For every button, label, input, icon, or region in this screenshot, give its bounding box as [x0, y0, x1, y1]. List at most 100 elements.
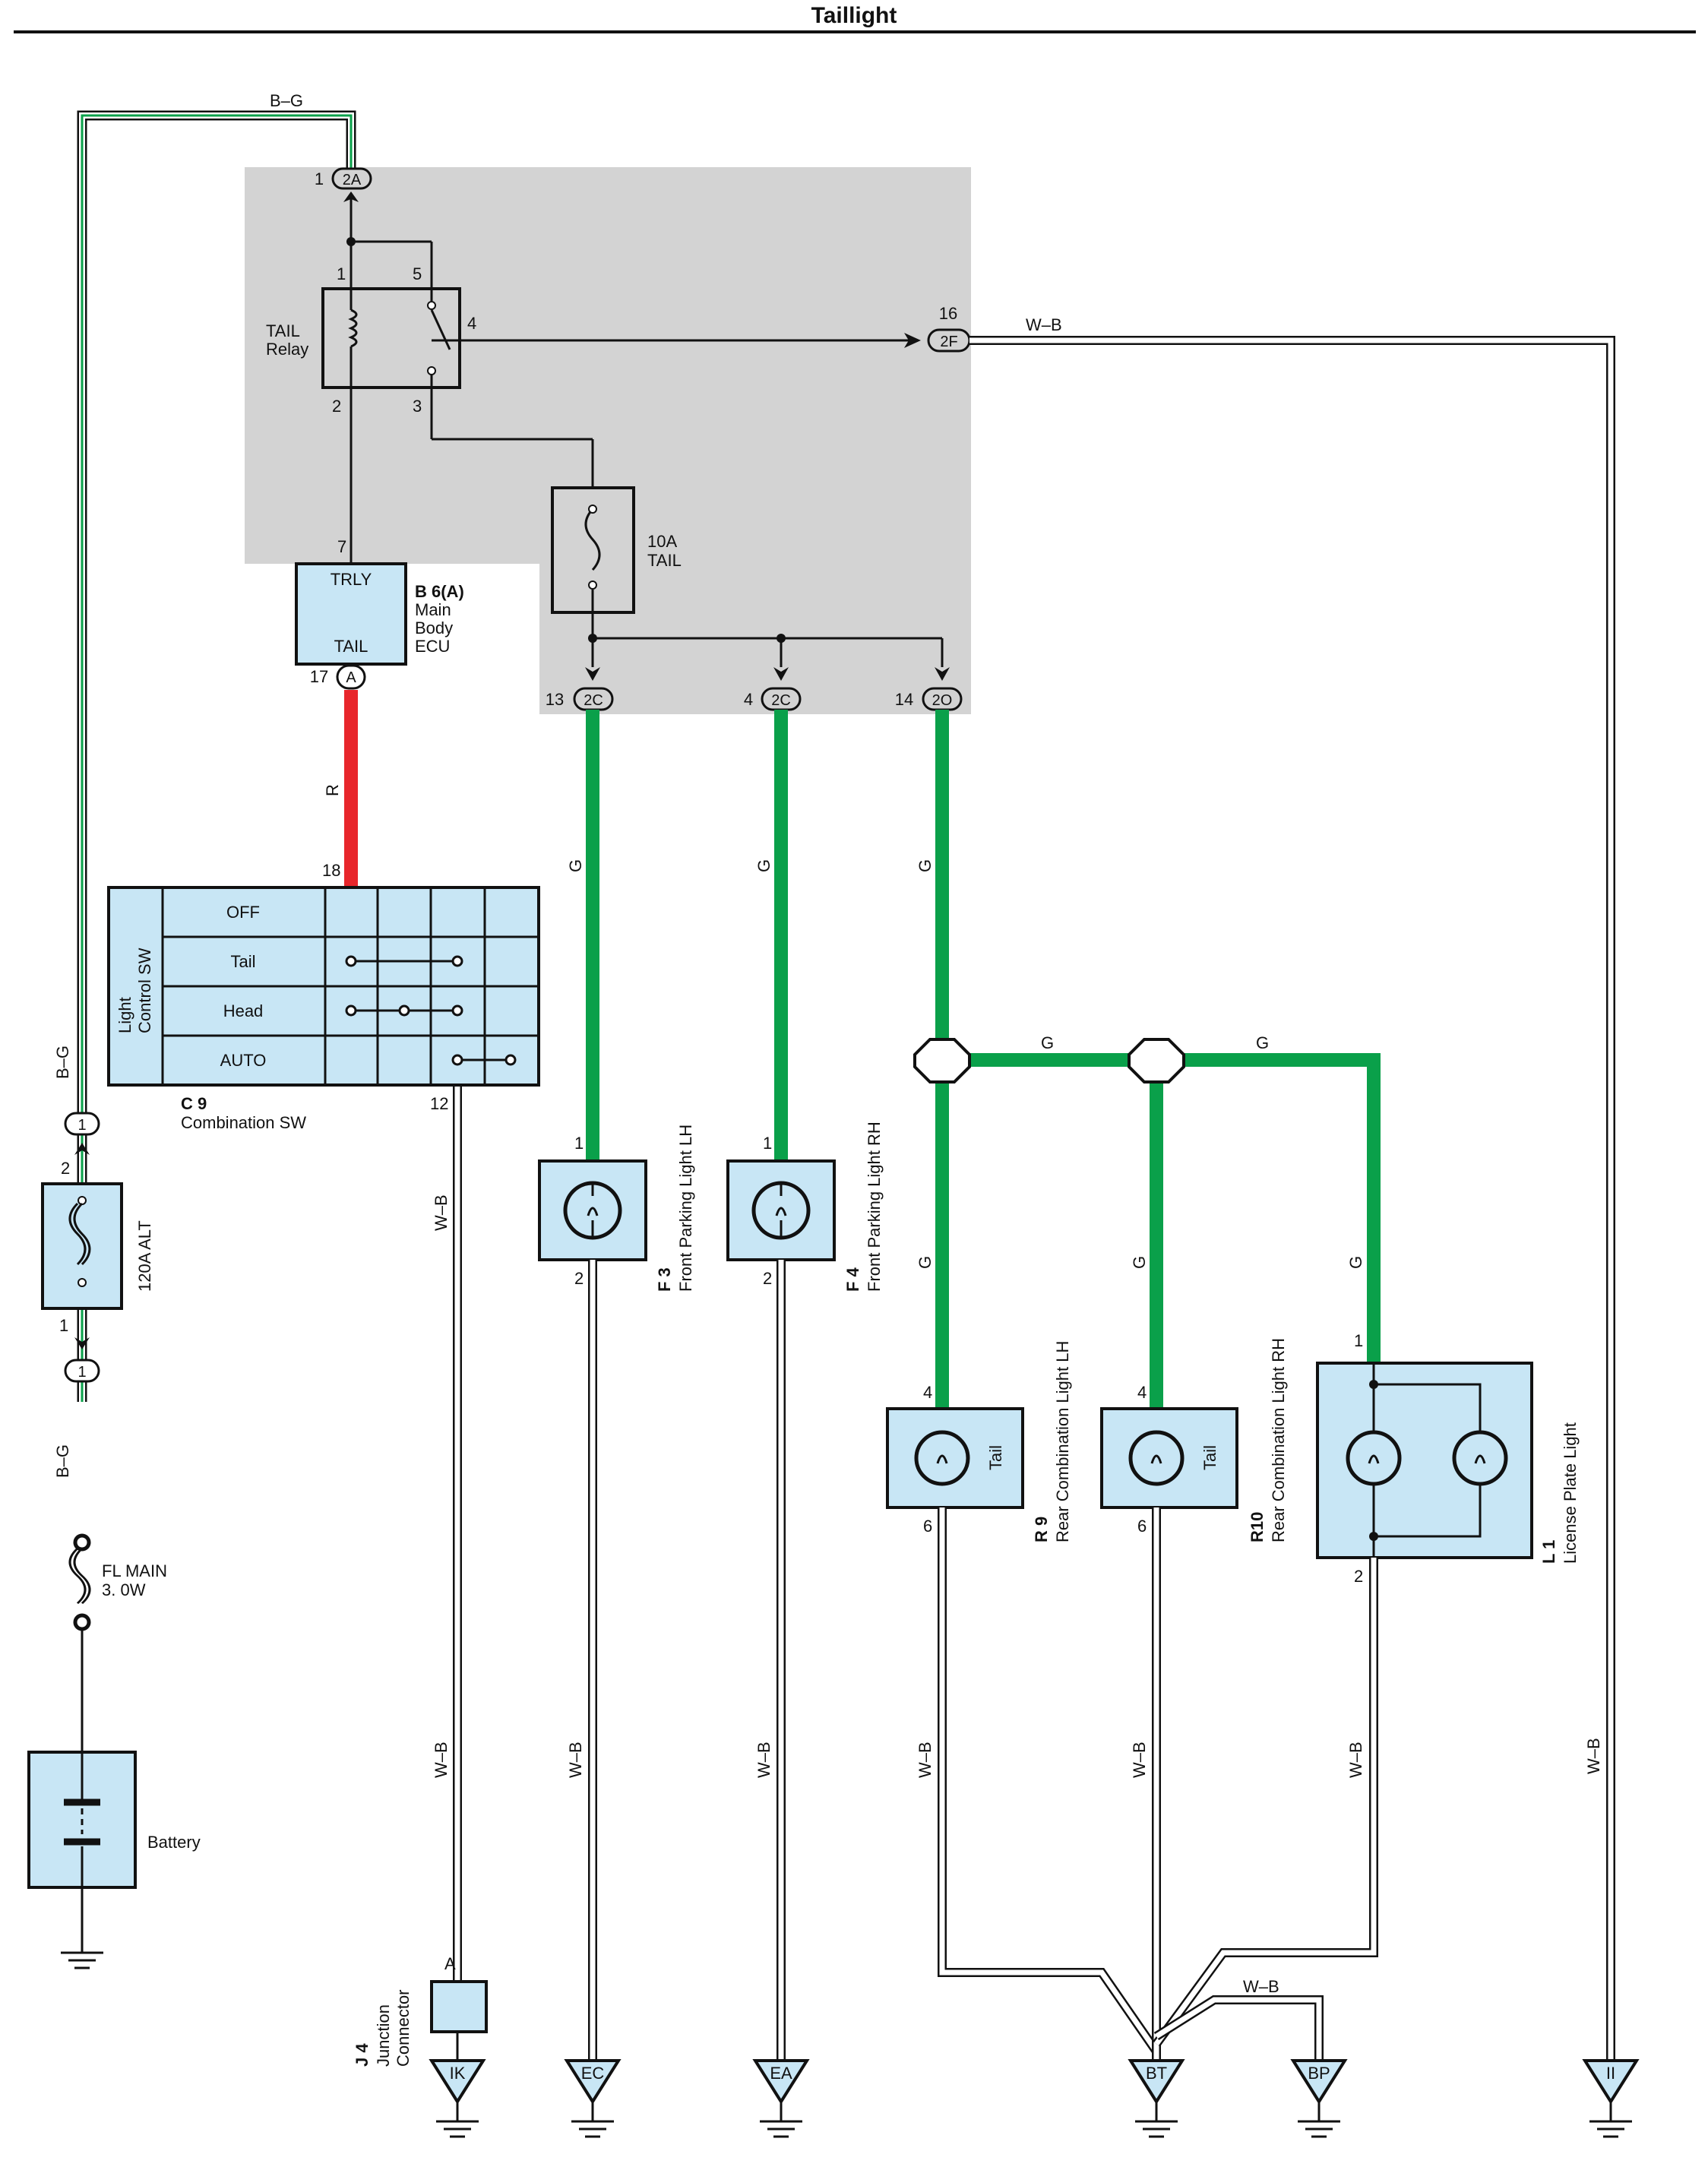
svg-text:7: 7: [337, 537, 346, 556]
svg-text:2: 2: [574, 1269, 584, 1288]
svg-text:B 6(A): B 6(A): [415, 582, 464, 601]
svg-text:A: A: [346, 669, 356, 686]
svg-text:G: G: [566, 859, 585, 872]
svg-text:ECU: ECU: [415, 637, 450, 656]
main-body-ecu: 7 TRLY TAIL B 6(A) Main Body ECU A 17: [295, 537, 464, 690]
svg-text:Main: Main: [415, 600, 451, 619]
wire-w-b-rear: [938, 1507, 1378, 2061]
splice-2: [1128, 1038, 1185, 1084]
svg-text:Front Parking Light LH: Front Parking Light LH: [676, 1125, 695, 1292]
svg-text:1: 1: [574, 1134, 584, 1153]
wire-green-rear: [913, 710, 1381, 1409]
svg-text:2C: 2C: [584, 692, 603, 709]
combination-switch: 18 OFF Tail Head AUTO Light Control SW C…: [107, 861, 540, 1132]
connector-1-upper: 1 2: [61, 1112, 100, 1178]
svg-text:120A ALT: 120A ALT: [135, 1220, 154, 1292]
svg-text:Front Parking Light RH: Front Parking Light RH: [865, 1121, 884, 1292]
svg-text:Body: Body: [415, 618, 453, 637]
svg-text:J 4: J 4: [353, 2043, 372, 2067]
wire-b-g-main: [77, 110, 356, 1402]
battery: Battery: [27, 1751, 201, 1969]
svg-text:G: G: [1346, 1256, 1365, 1269]
svg-text:2: 2: [61, 1159, 70, 1178]
svg-text:4: 4: [467, 314, 476, 333]
svg-text:A: A: [444, 1954, 456, 1973]
svg-text:R 9: R 9: [1032, 1517, 1051, 1542]
svg-text:5: 5: [413, 264, 422, 283]
svg-text:W–B: W–B: [1346, 1742, 1365, 1778]
svg-text:W–B: W–B: [1584, 1738, 1603, 1774]
svg-text:BP: BP: [1308, 2064, 1330, 2083]
combo-row-tail: Tail: [230, 952, 255, 971]
ground-ec: EC: [564, 2059, 622, 2138]
splice-1: [913, 1038, 971, 1084]
svg-text:Rear Combination Light RH: Rear Combination Light RH: [1269, 1338, 1288, 1542]
svg-text:W–B: W–B: [916, 1742, 935, 1778]
svg-text:2: 2: [1354, 1567, 1363, 1586]
svg-text:Tail: Tail: [1200, 1445, 1219, 1470]
svg-text:1: 1: [337, 264, 346, 283]
svg-text:2: 2: [763, 1269, 772, 1288]
svg-text:1: 1: [1354, 1331, 1363, 1350]
front-parking-light-lh: 1 2 F 3 Front Parking Light LH: [538, 1125, 695, 1292]
ground-ik: IK: [429, 2059, 486, 2138]
svg-text:13: 13: [546, 690, 564, 709]
combo-row-auto: AUTO: [220, 1051, 267, 1070]
svg-text:6: 6: [1137, 1517, 1147, 1536]
svg-text:Battery: Battery: [147, 1833, 201, 1852]
svg-text:1: 1: [315, 169, 324, 188]
ground-ea: EA: [752, 2059, 810, 2138]
svg-text:1: 1: [77, 1364, 86, 1381]
rear-combination-light-lh: 4 Tail 6 R 9 Rear Combination Light LH: [886, 1341, 1072, 1542]
wire-w-b-front: [588, 1260, 786, 2061]
svg-text:TRLY: TRLY: [331, 570, 372, 589]
wire-label-b-g-top: B–G: [270, 91, 303, 110]
fuse-10a-tail: 10A TAIL: [551, 486, 944, 667]
svg-text:2C: 2C: [771, 692, 791, 709]
license-plate-light: 1 2 L 1 License Plate Light: [1316, 1331, 1580, 1586]
fl-main-link: FL MAIN 3. 0W: [68, 1533, 167, 1752]
svg-text:16: 16: [939, 304, 957, 323]
svg-text:L 1: L 1: [1539, 1540, 1558, 1564]
svg-text:2: 2: [332, 397, 341, 416]
ground-ii: II: [1582, 2059, 1640, 2138]
svg-text:TAIL: TAIL: [334, 637, 368, 656]
svg-text:EC: EC: [581, 2064, 605, 2083]
wire-label-b-g-side: B–G: [53, 1046, 72, 1079]
svg-text:Rear Combination Light LH: Rear Combination Light LH: [1053, 1341, 1072, 1542]
svg-text:Connector: Connector: [394, 1989, 413, 2067]
svg-text:IK: IK: [450, 2064, 466, 2083]
svg-text:G: G: [1041, 1033, 1054, 1052]
svg-text:1: 1: [59, 1316, 68, 1335]
combo-row-head: Head: [223, 1001, 264, 1020]
svg-text:W–B: W–B: [1130, 1742, 1149, 1778]
svg-text:W–B: W–B: [1243, 1977, 1279, 1996]
svg-text:G: G: [1130, 1256, 1149, 1269]
svg-text:W–B: W–B: [432, 1194, 451, 1231]
svg-text:Tail: Tail: [986, 1445, 1005, 1470]
rear-combination-light-rh: 4 Tail 6 R10 Rear Combination Light RH: [1100, 1338, 1288, 1542]
front-parking-light-rh: 1 2 F 4 Front Parking Light RH: [726, 1121, 884, 1292]
fuse-120a-alt: 120A ALT 1: [41, 1182, 154, 1335]
connector-2o-14: 2O 14: [895, 667, 963, 711]
svg-text:3. 0W: 3. 0W: [102, 1580, 146, 1599]
svg-text:FL MAIN: FL MAIN: [102, 1561, 167, 1580]
relay-label-1: TAIL: [266, 321, 300, 340]
svg-text:W–B: W–B: [566, 1742, 585, 1778]
combo-row-off: OFF: [226, 903, 260, 922]
svg-text:4: 4: [923, 1383, 932, 1402]
wire-label-b-g-lower: B–G: [53, 1444, 72, 1478]
svg-text:Junction: Junction: [374, 2004, 393, 2067]
ground-bp: BP: [1290, 2059, 1348, 2138]
svg-text:R: R: [323, 784, 342, 796]
svg-text:F 4: F 4: [843, 1267, 862, 1292]
svg-text:2O: 2O: [932, 692, 953, 709]
svg-text:12: 12: [430, 1094, 448, 1113]
svg-text:G: G: [916, 1256, 935, 1269]
page-title: Taillight: [811, 3, 897, 28]
connector-2a: 2A 1: [315, 167, 372, 202]
relay-label-2: Relay: [266, 340, 308, 359]
svg-text:TAIL: TAIL: [647, 551, 682, 570]
junction-connector-j4: A J 4 Junction Connector: [353, 1954, 488, 2067]
svg-text:1: 1: [763, 1134, 772, 1153]
